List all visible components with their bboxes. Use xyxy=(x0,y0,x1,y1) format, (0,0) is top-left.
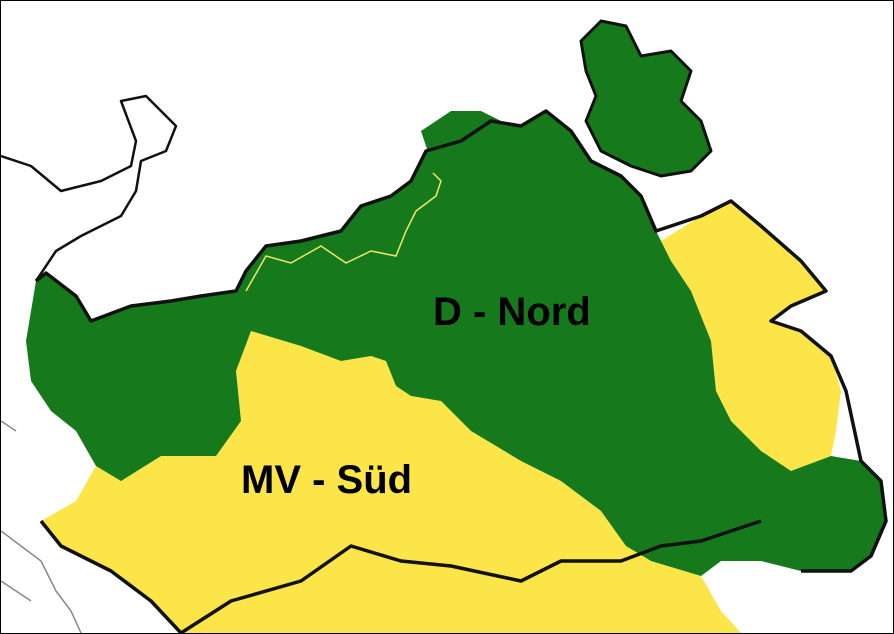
region-d-nord-area[interactable] xyxy=(26,111,886,576)
label-d-nord: D - Nord xyxy=(433,290,591,334)
ruegen-border xyxy=(579,19,713,178)
neighbor-border-west xyxy=(1,94,178,282)
label-mv-sued: MV - Süd xyxy=(241,458,413,502)
island-ruegen[interactable] xyxy=(581,21,711,176)
internal-boundary xyxy=(245,172,442,292)
neighbor-border-southwest xyxy=(1,420,82,633)
region-mv-sued-east[interactable] xyxy=(661,201,841,471)
region-mv-sued-area[interactable] xyxy=(41,331,741,633)
state-border xyxy=(34,109,888,633)
southern-border xyxy=(180,519,762,633)
